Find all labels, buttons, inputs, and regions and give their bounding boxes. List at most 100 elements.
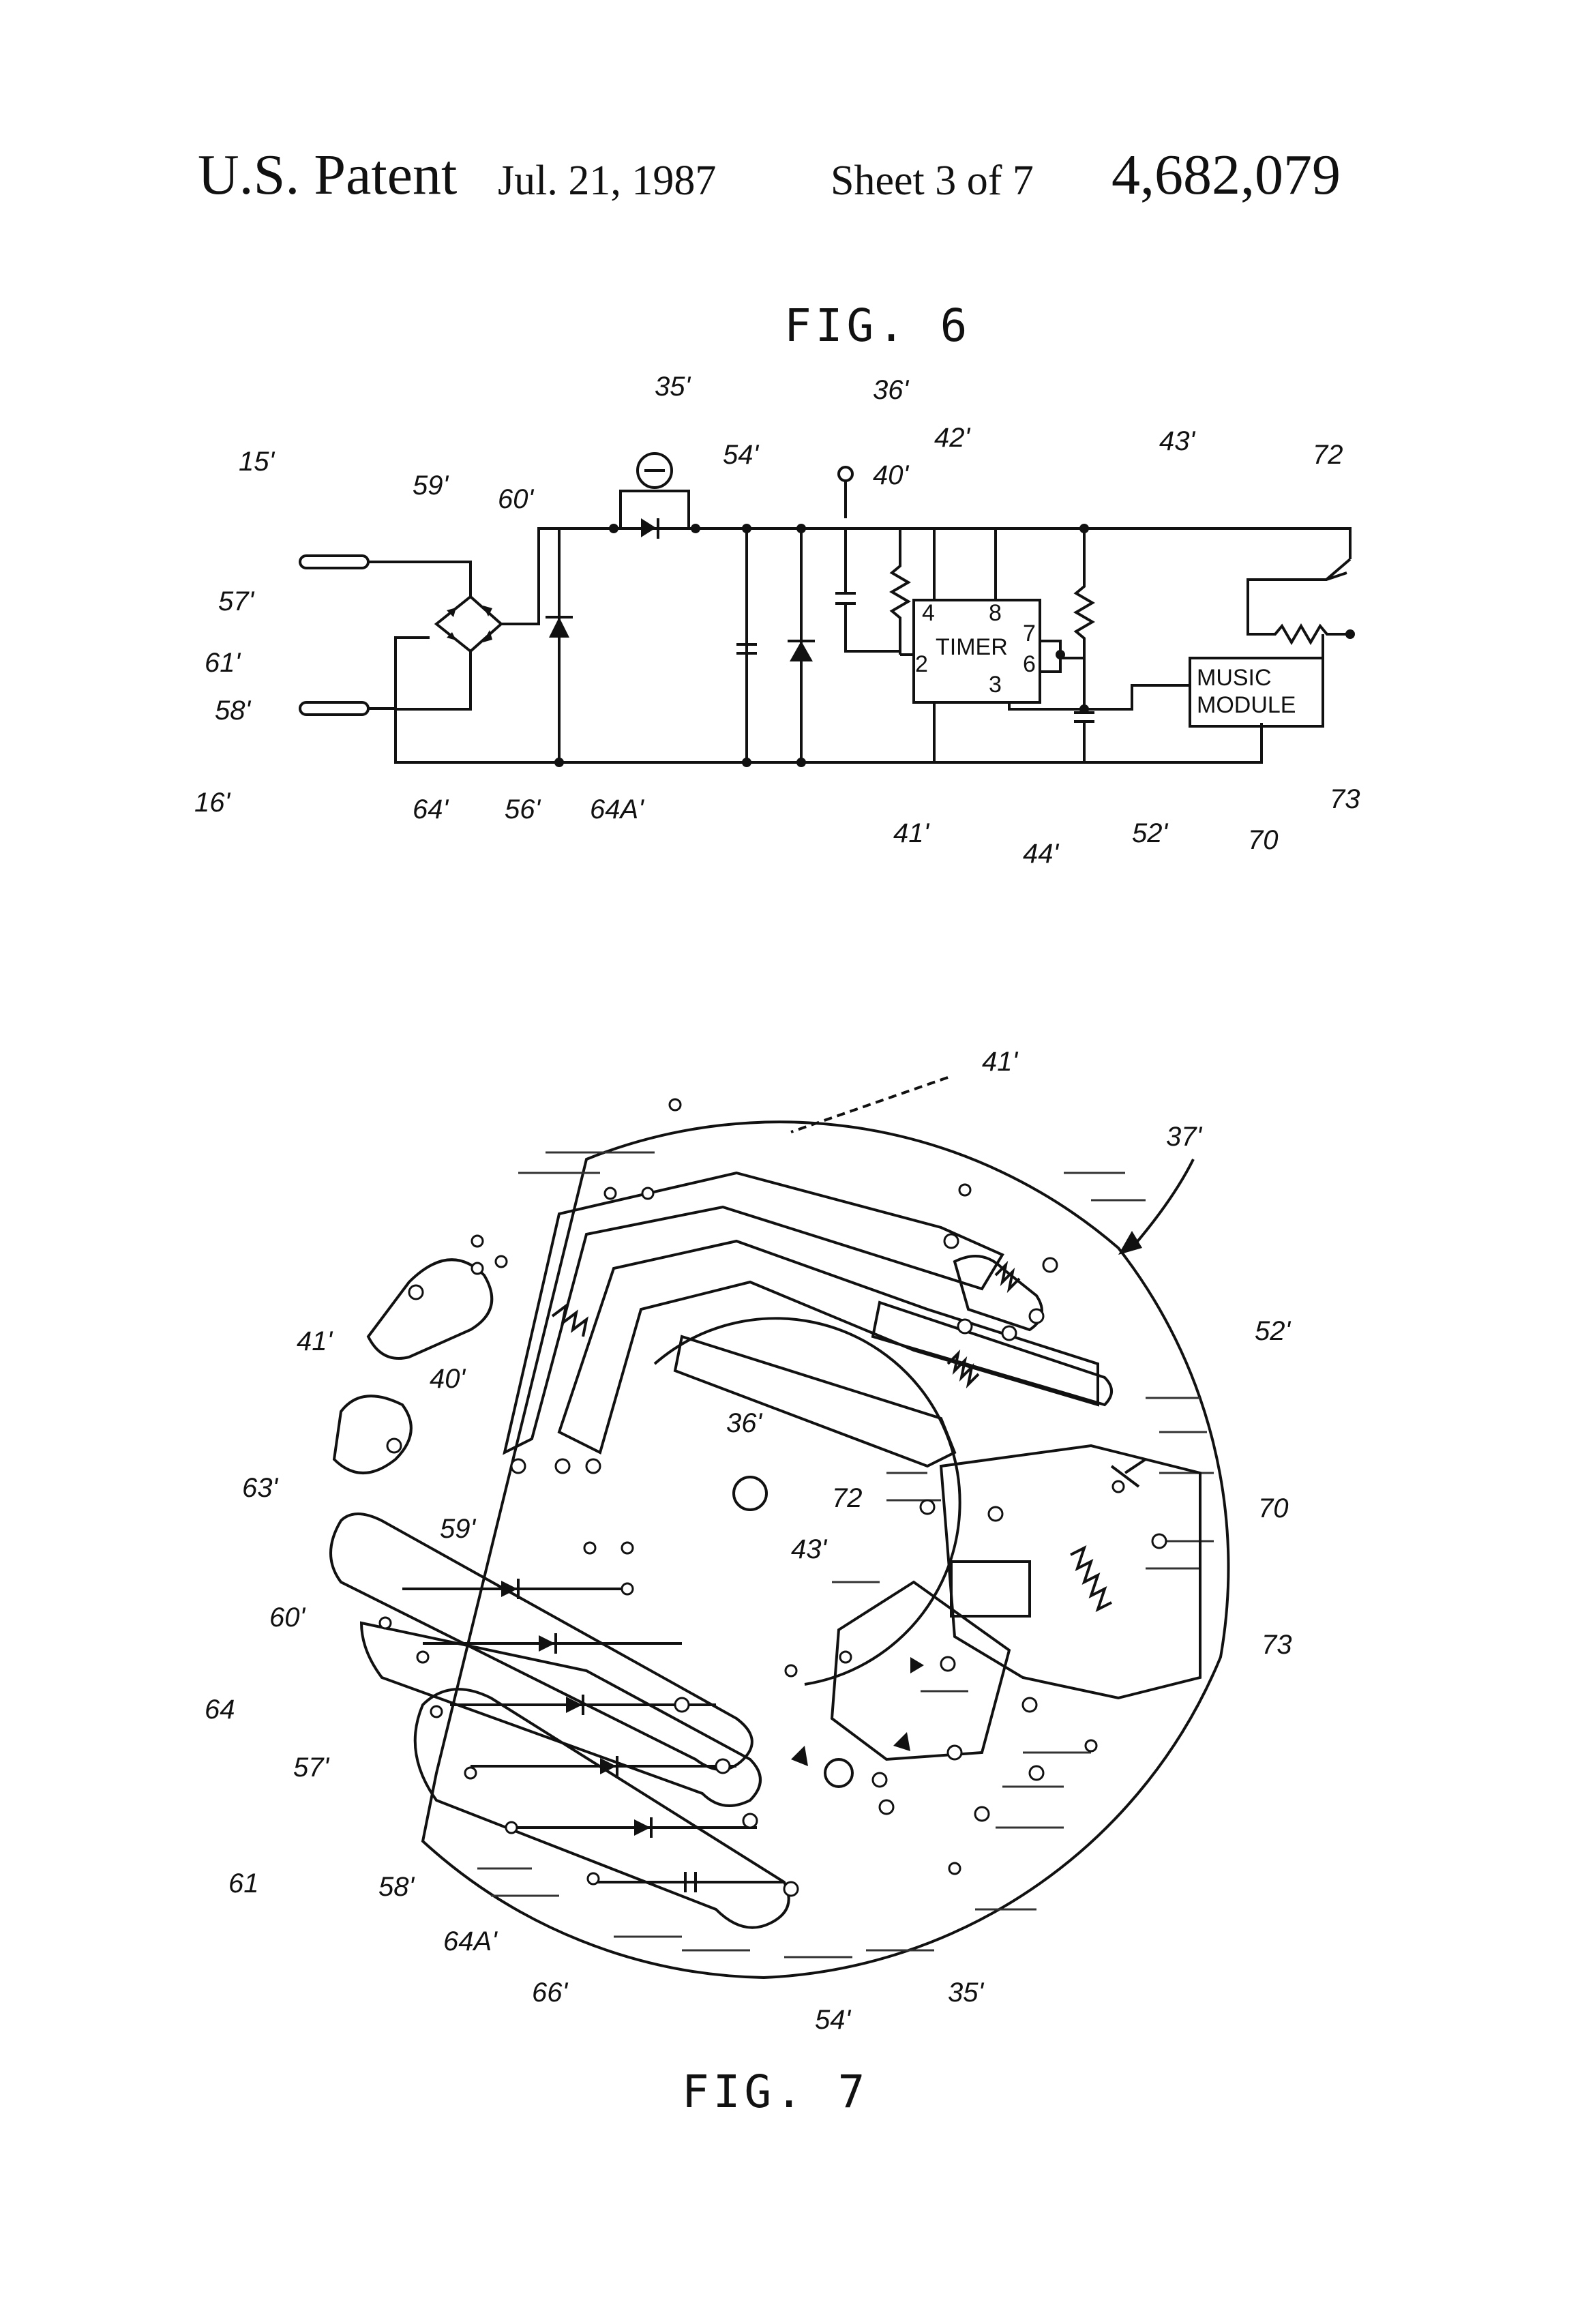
- capacitor-40: [835, 481, 900, 653]
- timer-pin-4: 4: [922, 600, 935, 626]
- diode-row: [402, 1579, 784, 1892]
- fig6-label-16: 16': [194, 788, 230, 818]
- transistor-72: [893, 1732, 910, 1751]
- patent-date: Jul. 21, 1987: [498, 158, 717, 204]
- fig7-label-61: 61: [228, 1868, 259, 1898]
- bridge-rectifier: [394, 595, 1263, 764]
- pad-61: [413, 1688, 790, 1929]
- leader-37: [1131, 1159, 1195, 1249]
- switch-36: [837, 466, 854, 482]
- timer-pin-7: 7: [1023, 621, 1036, 646]
- fig7-label-35: 35': [948, 1978, 984, 2008]
- trace-40: [673, 1335, 957, 1468]
- fig7-circuit-board: 41' 37' 41' 52' 40' 36' 63' 72 70 59' 43…: [205, 1047, 1292, 2118]
- resistor-42: [889, 528, 911, 655]
- lamp-scr-35-54: [619, 452, 690, 539]
- pad-upper-left: [366, 1258, 494, 1360]
- switch-hole-36: [732, 1476, 768, 1511]
- timer-pin-6: 6: [1023, 651, 1036, 677]
- fig7-label-41-left: 41': [297, 1326, 333, 1356]
- leader-41-top: [790, 1076, 949, 1133]
- fig7-label-70: 70: [1258, 1493, 1289, 1523]
- fig7-label-54: 54': [815, 2005, 851, 2035]
- resistor-board-mid: [946, 1349, 980, 1389]
- fig6-label-61: 61': [205, 648, 241, 678]
- fig6-label-42: 42': [934, 423, 970, 453]
- lamp-35: [824, 1758, 854, 1788]
- fig6-label-54: 54': [723, 440, 759, 470]
- terminal-15: [299, 554, 370, 569]
- pad-holes: [378, 1098, 1167, 1897]
- board-outline: [421, 1120, 1230, 1980]
- timer-label: TIMER: [936, 634, 1008, 660]
- patent-title: U.S. Patent: [198, 143, 458, 207]
- fig6-label-15: 15': [239, 447, 275, 477]
- fig7-label-43: 43': [791, 1534, 827, 1564]
- board-hatching: [477, 1151, 1214, 1958]
- fig7-label-36: 36': [726, 1408, 762, 1438]
- rc-timing-52: [1073, 528, 1095, 762]
- fig7-label-66: 66': [532, 1978, 568, 2008]
- fig7-label-64: 64: [205, 1695, 235, 1725]
- fig7-label-37: 37': [1166, 1122, 1202, 1152]
- fig7-label-40: 40': [430, 1364, 466, 1394]
- fig6-schematic: FIG. 6: [194, 299, 1360, 869]
- fig7-label-59: 59': [440, 1514, 476, 1544]
- fig6-label-36: 36': [873, 375, 909, 405]
- pad-left-upper: [332, 1395, 413, 1474]
- pad-timer-top: [953, 1255, 1043, 1332]
- trace-right-70: [939, 1444, 1202, 1700]
- music-module: [1189, 657, 1324, 728]
- timer-pin-8: 8: [989, 600, 1002, 626]
- fig6-label-59: 59': [413, 471, 449, 501]
- music-module-70: [950, 1560, 1031, 1618]
- input-wires: [368, 561, 472, 710]
- fig6-label-64: 64': [413, 794, 449, 824]
- fig6-label-44: 44': [1023, 839, 1059, 869]
- fig6-label-58: 58': [215, 696, 251, 726]
- fig7-label-60: 60': [269, 1603, 305, 1633]
- patent-number: 4,682,079: [1111, 143, 1341, 207]
- fig7-label-57: 57': [293, 1753, 329, 1783]
- fig6-label-43: 43': [1159, 426, 1195, 456]
- zener-regulator: [788, 528, 815, 762]
- pad-64: [359, 1621, 762, 1807]
- scr-54: [791, 1746, 808, 1766]
- fig7-label-73: 73: [1262, 1630, 1292, 1660]
- zener-64a: [546, 528, 573, 762]
- timer-pin-3: 3: [989, 672, 1002, 698]
- positive-rail: [501, 527, 1352, 625]
- capacitor-52: [1110, 1458, 1147, 1488]
- trace-timer-mid: [871, 1300, 1113, 1407]
- fig6-caption: FIG. 6: [784, 299, 971, 352]
- transducer-72: [1247, 558, 1352, 658]
- fig6-label-60: 60': [498, 484, 534, 514]
- timer-pin-2: 2: [915, 651, 928, 677]
- fig7-label-58: 58': [378, 1872, 415, 1902]
- sheet-number: Sheet 3 of 7: [831, 158, 1034, 204]
- fig7-label-72: 72: [832, 1483, 863, 1513]
- fig7-label-63: 63': [242, 1473, 278, 1503]
- fig6-label-52: 52': [1132, 818, 1168, 848]
- fig7-label-64a: 64A': [443, 1926, 498, 1956]
- fig7-label-52: 52': [1255, 1316, 1291, 1346]
- pad-63: [329, 1513, 753, 1771]
- fig6-label-56: 56': [505, 794, 541, 824]
- trace-center-54: [830, 1580, 1011, 1761]
- music-module-line1: MUSIC: [1197, 665, 1272, 691]
- fig6-label-41: 41': [893, 818, 929, 848]
- resistor-board-top: [994, 1260, 1021, 1294]
- resistor-42-board: [551, 1302, 588, 1337]
- fig6-label-70: 70: [1248, 825, 1279, 855]
- capacitor-filter: [736, 528, 757, 762]
- music-module-line2: MODULE: [1197, 692, 1296, 718]
- fig6-label-35: 35': [655, 372, 691, 402]
- fig6-label-72: 72: [1313, 440, 1343, 470]
- center-cutout: [653, 1317, 961, 1686]
- trace-43: [557, 1239, 1099, 1455]
- fig6-label-73: 73: [1330, 784, 1360, 814]
- patent-header: U.S. Patent Jul. 21, 1987 Sheet 3 of 7 4…: [198, 142, 1357, 217]
- fig6-label-57: 57': [218, 586, 254, 616]
- resistor-73: [1070, 1545, 1112, 1612]
